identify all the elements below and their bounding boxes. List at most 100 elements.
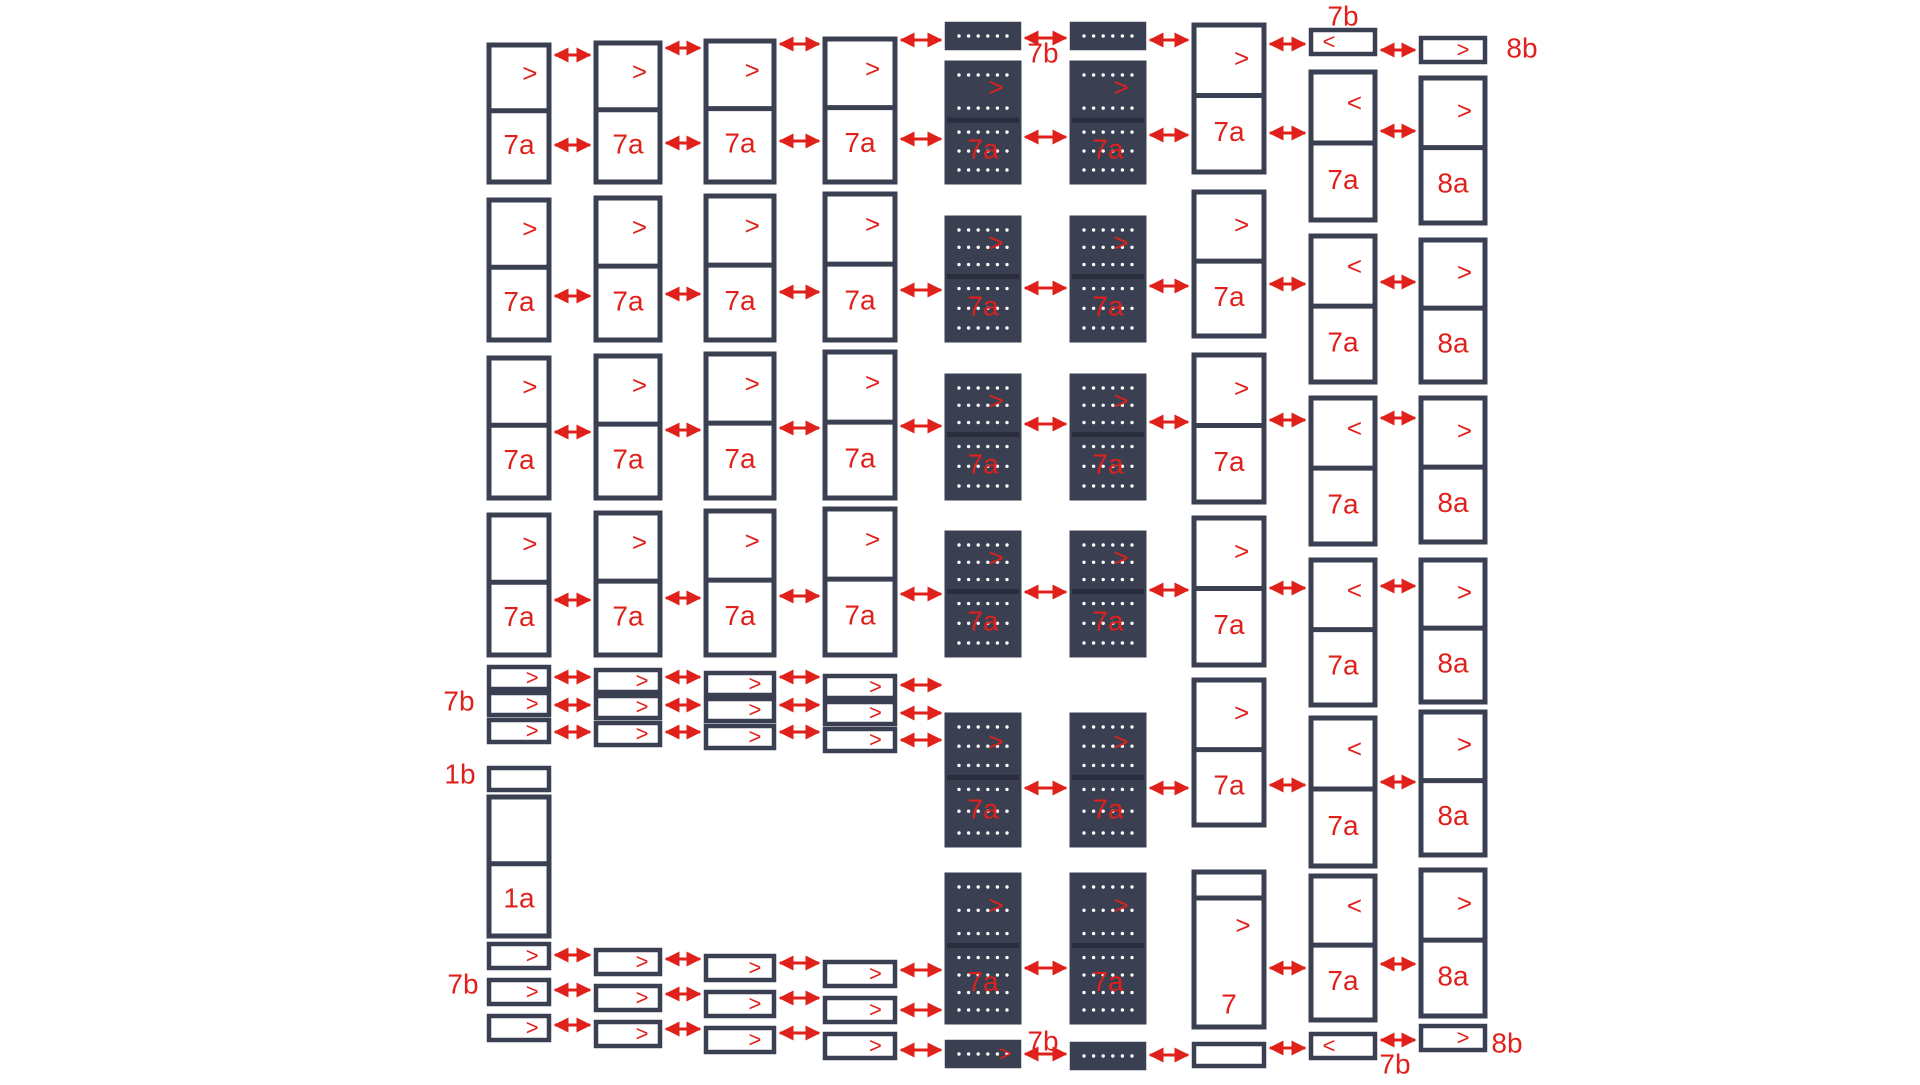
perforated-strip-panel	[1069, 1041, 1147, 1071]
window-panel: >7a	[703, 508, 777, 658]
panel-frame	[1418, 867, 1488, 1019]
callout-7b-middle: 7b	[443, 685, 474, 716]
direction-marker: <	[1323, 1033, 1336, 1058]
strip-frame	[593, 693, 663, 721]
strip-panel: >	[593, 693, 663, 721]
panel-label: 7a	[967, 794, 999, 825]
panel-label: 7a	[1327, 965, 1359, 996]
strip-panel: >	[703, 670, 777, 698]
panel-frame	[944, 872, 1022, 1025]
direction-marker: >	[1113, 228, 1128, 258]
window-panel: 1a	[486, 794, 552, 939]
direction-marker: >	[1457, 37, 1470, 62]
panel-label: 7a	[967, 133, 999, 164]
direction-marker: >	[749, 991, 762, 1016]
direction-marker: >	[1234, 536, 1249, 566]
window-panel: >7a	[593, 510, 663, 658]
panel-label: 7a	[503, 444, 535, 475]
window-panel: >7a	[1191, 352, 1267, 505]
panel-label: 7a	[1327, 164, 1359, 195]
direction-marker: >	[1113, 726, 1128, 756]
panel-frame	[944, 712, 1022, 848]
strip-frame	[486, 717, 552, 745]
perforation-dots	[1082, 228, 1134, 267]
strip-panel	[486, 765, 552, 793]
panel-label: 7a	[844, 127, 876, 158]
strip-frame	[703, 1025, 777, 1055]
direction-marker: >	[1457, 96, 1472, 126]
panel-frame	[1418, 237, 1488, 385]
panel-frame	[1308, 395, 1378, 547]
strip-frame	[703, 953, 777, 983]
strip-panel: >	[486, 717, 552, 745]
panel-label: 7a	[612, 600, 644, 631]
perforation-dots	[1082, 73, 1134, 110]
panel-frame	[1191, 189, 1267, 339]
panel-label: 7a	[1327, 650, 1359, 681]
panel-label: 7a	[612, 285, 644, 316]
panel-label: 7a	[503, 601, 535, 632]
strip-panel: >	[822, 995, 898, 1025]
direction-marker: >	[636, 949, 649, 974]
panel-label: 8a	[1437, 487, 1469, 518]
panel-label: 7a	[1213, 770, 1245, 801]
strip-frame	[486, 977, 552, 1007]
direction-marker: >	[636, 985, 649, 1010]
panel-label: 8a	[1437, 647, 1469, 678]
callout-8b-bottom: 8b	[1491, 1027, 1522, 1058]
window-panel: <7a	[1308, 69, 1378, 223]
direction-marker: >	[1234, 209, 1249, 239]
direction-marker: >	[749, 955, 762, 980]
panel-frame	[822, 506, 898, 658]
strip-frame	[1308, 1031, 1378, 1061]
direction-marker: >	[865, 53, 880, 83]
perforated-strip-panel	[1069, 21, 1147, 51]
direction-marker: >	[988, 543, 1003, 573]
window-panel: >8a	[1418, 557, 1488, 705]
direction-marker: >	[522, 214, 537, 244]
perforated-window-panel: >7a	[1069, 530, 1147, 658]
strip-frame	[822, 959, 898, 989]
strip-panel: >	[822, 1031, 898, 1061]
window-panel: >8a	[1418, 709, 1488, 858]
direction-marker: >	[869, 674, 882, 699]
direction-marker: >	[1457, 888, 1472, 918]
panel-frame	[1418, 557, 1488, 705]
panel-label: 7a	[612, 443, 644, 474]
panel-label: 7a	[724, 128, 756, 159]
perforation-dots	[957, 1052, 1009, 1056]
window-panel: >7a	[486, 355, 552, 501]
window-panel: >7a	[486, 197, 552, 343]
strip-panel: >	[486, 977, 552, 1007]
panel-label: 7a	[844, 284, 876, 315]
panel-label: 7a	[967, 966, 999, 997]
perforated-window-panel: >7a	[944, 60, 1022, 185]
strip-frame	[822, 1031, 898, 1061]
panel-frame	[1418, 709, 1488, 858]
strip-panel: >	[486, 941, 552, 971]
direction-marker: >	[1234, 698, 1249, 728]
window-panel: >7a	[703, 351, 777, 501]
panel-frame	[593, 510, 663, 658]
strip-frame	[593, 983, 663, 1013]
panel-label: 7a	[503, 129, 535, 160]
strip-frame	[822, 995, 898, 1025]
direction-marker: >	[749, 697, 762, 722]
strip-panel: >	[822, 726, 898, 754]
direction-marker: >	[1457, 415, 1472, 445]
panel-label: 7a	[724, 600, 756, 631]
panel-frame	[1191, 352, 1267, 505]
panel-frame	[1308, 557, 1378, 708]
strip-frame	[703, 989, 777, 1019]
strip-panel: >	[593, 983, 663, 1013]
window-panel: >7a	[822, 506, 898, 658]
direction-marker: >	[1113, 543, 1128, 573]
perforation-dots	[957, 386, 1009, 425]
window-panel: >8a	[1418, 75, 1488, 226]
callout-7b-top: 7b	[1027, 37, 1058, 68]
perforated-window-panel: >7a	[944, 373, 1022, 501]
direction-marker: >	[526, 943, 539, 968]
callout-7b-bottom-right: 7b	[1379, 1048, 1410, 1079]
panel-frame	[1308, 873, 1378, 1023]
